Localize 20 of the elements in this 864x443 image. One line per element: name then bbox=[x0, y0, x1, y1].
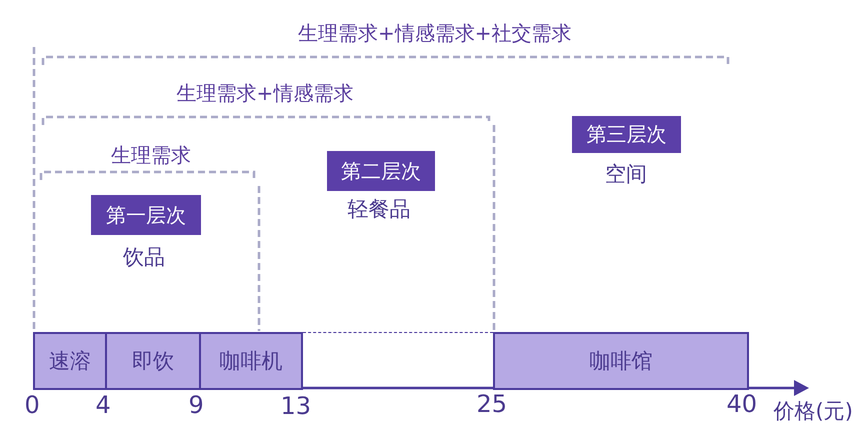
category-label: 轻餐品 bbox=[348, 197, 410, 222]
axis-title: 价格(元) bbox=[774, 399, 853, 424]
price-segment: 咖啡馆 bbox=[493, 332, 749, 390]
tick-label: 40 bbox=[726, 391, 758, 419]
category-label: 空间 bbox=[605, 162, 647, 186]
category-label: 饮品 bbox=[123, 245, 165, 270]
level-tag: 第三层次 bbox=[572, 116, 681, 153]
tick-label: 9 bbox=[188, 392, 204, 420]
price-segment: 速溶 bbox=[33, 332, 107, 390]
range-heading: 生理需求 bbox=[111, 144, 191, 166]
level-tag: 第二层次 bbox=[327, 151, 435, 191]
price-segment: 咖啡机 bbox=[199, 332, 303, 390]
tick-label: 13 bbox=[280, 393, 312, 421]
tick-label: 0 bbox=[24, 392, 40, 420]
range-heading: 生理需求+情感需求 bbox=[176, 82, 354, 104]
range-heading: 生理需求+情感需求+社交需求 bbox=[298, 22, 572, 44]
tick-label: 25 bbox=[476, 391, 508, 419]
level-tag: 第一层次 bbox=[91, 195, 201, 235]
price-segment: 即饮 bbox=[105, 332, 201, 390]
tick-label: 4 bbox=[96, 392, 111, 420]
